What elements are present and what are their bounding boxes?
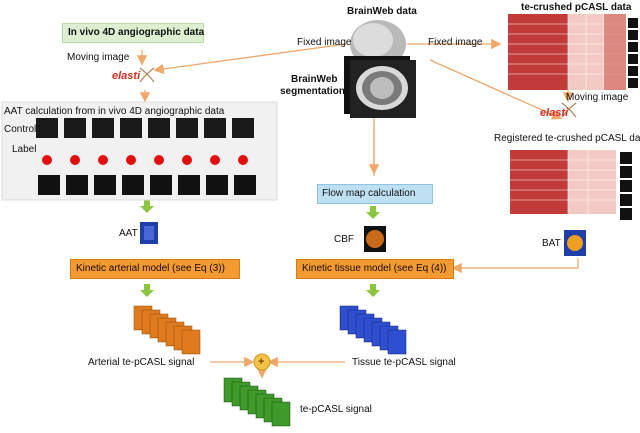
plus-sign: +: [258, 356, 265, 368]
tissue-signal-stack: [339, 305, 407, 355]
tissue-signal-label: Tissue te-pCASL signal: [352, 357, 456, 368]
pcasl-volume-stack-top: [628, 18, 638, 88]
in-vivo-label: In vivo 4D angiographic data: [68, 27, 205, 38]
pcasl-volume-stack-right: [620, 152, 632, 220]
cbf-volume: [364, 226, 386, 252]
control-label: Control: [4, 124, 37, 135]
elastix-left-label: elasti: [112, 70, 141, 82]
aat-calc-label: AAT calculation from in vivo 4D angiogra…: [4, 106, 225, 117]
te-pcasl-signal-stack: [223, 377, 291, 427]
kinetic-tissue-label: Kinetic tissue model (see Eq (4)): [302, 263, 447, 274]
brainweb-segmentation-image: [344, 56, 416, 118]
arterial-signal-label: Arterial te-pCASL signal: [88, 357, 195, 368]
brainweb-seg-label-1: BrainWeb: [291, 74, 338, 85]
angio-control-label-frames: [36, 118, 256, 195]
te-crushed-heatmap: [508, 14, 626, 90]
moving-image-left-label: Moving image: [67, 52, 130, 63]
elastix-right-label: elasti: [540, 107, 569, 119]
plus-circle-icon: [253, 353, 271, 371]
kinetic-arterial-box: [70, 259, 240, 279]
brainweb-data-label: BrainWeb data: [347, 6, 417, 17]
bat-volume: [564, 230, 586, 256]
kinetic-tissue-box: [296, 259, 454, 279]
aat-label: AAT: [119, 228, 138, 239]
fixed-image-left-label: Fixed image: [297, 37, 352, 48]
in-vivo-box: [62, 23, 204, 43]
registered-label: Registered te-crushed pCASL data: [494, 133, 640, 144]
fixed-image-right-label: Fixed image: [428, 37, 483, 48]
flow-map-box: [317, 184, 433, 204]
arterial-signal-stack: [133, 305, 201, 355]
brainweb-seg-label-2: segmentation: [280, 86, 346, 97]
moving-image-right-label: Moving image: [566, 92, 629, 103]
flow-map-label: Flow map calculation: [322, 188, 416, 199]
registered-heatmap: [510, 150, 616, 214]
te-crushed-title: te-crushed pCASL data: [521, 2, 632, 13]
kinetic-arterial-label: Kinetic arterial model (see Eq (3)): [76, 263, 225, 274]
cbf-label: CBF: [334, 234, 354, 245]
label-label: Label: [12, 144, 37, 155]
bat-label: BAT: [542, 238, 561, 249]
elastix-logo-icon: [139, 67, 577, 118]
te-pcasl-signal-label: te-pCASL signal: [300, 404, 372, 415]
aat-volume: [140, 222, 158, 244]
